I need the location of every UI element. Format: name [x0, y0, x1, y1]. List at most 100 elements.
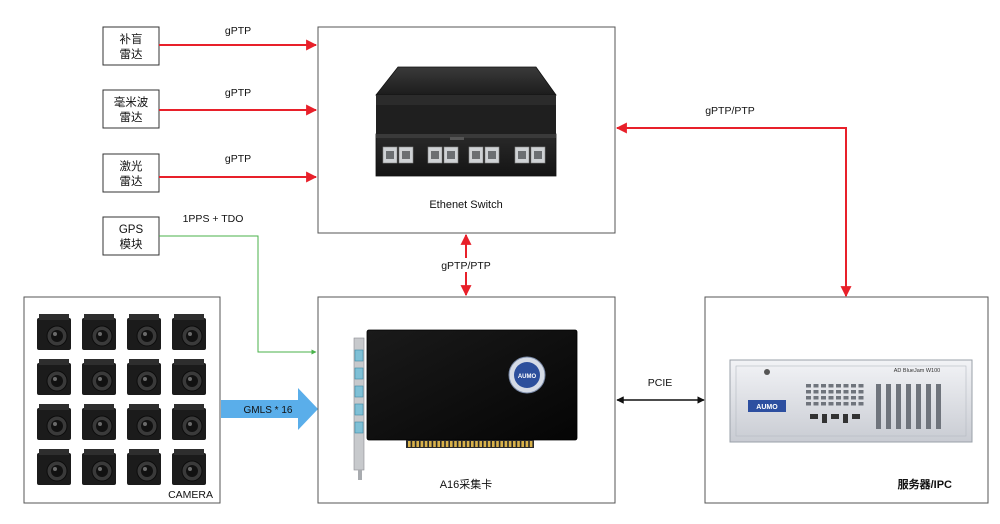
source-label-line1: GPS [119, 224, 144, 236]
vent-slot [806, 396, 811, 400]
vent-slot [806, 390, 811, 394]
link-label: gPTP/PTP [441, 260, 491, 272]
gold-finger [454, 441, 457, 447]
server-node: AD BlueJam W100 AUMO 服务器/IPC [704, 296, 989, 504]
arrow-line [615, 122, 852, 298]
source-label-line1: 毫米波 [114, 95, 149, 109]
camera-icon [127, 359, 161, 395]
gold-finger [500, 441, 503, 447]
link-lidar: gPTP [159, 153, 318, 183]
server-model-text: AD BlueJam W100 [894, 368, 940, 374]
gold-finger [487, 441, 491, 447]
link-label: GMLS * 16 [244, 405, 293, 416]
gold-finger [517, 441, 520, 447]
vent-slot [843, 402, 849, 406]
link-label: PCIE [648, 377, 673, 389]
vent-slot [806, 402, 811, 406]
link-camera-card: GMLS * 16 [221, 388, 318, 430]
gmsl-arrow [221, 388, 318, 430]
gold-finger [429, 441, 432, 447]
vent-slot [858, 390, 864, 394]
camera-icon [172, 359, 206, 395]
gold-finger [525, 441, 529, 447]
source-label-line2: 雷达 [120, 110, 143, 124]
gold-finger [420, 441, 424, 447]
switch-label: Ethenet Switch [429, 199, 502, 211]
vent-slot [813, 396, 819, 400]
gold-finger [475, 441, 478, 447]
camera-icon [172, 449, 206, 485]
link-blind-radar: gPTP [159, 25, 318, 51]
camera-icon [37, 314, 71, 350]
vent-slot [821, 396, 826, 400]
pcie-gold-fingers [408, 441, 533, 447]
source-node-gps: GPS 模块 [102, 216, 160, 256]
vent-slot [843, 396, 849, 400]
link-switch-server: gPTP/PTP [615, 105, 852, 298]
source-label-line2: 雷达 [120, 174, 143, 188]
vent-slot [843, 384, 849, 388]
camera-icon [37, 359, 71, 395]
server-label: 服务器/IPC [898, 477, 952, 491]
gold-finger [479, 441, 482, 447]
camera-icon [82, 449, 116, 485]
card-fan-logo: AUMO [518, 374, 537, 380]
vent-slot [828, 402, 834, 406]
gold-finger [445, 441, 449, 447]
camera-icon [82, 404, 116, 440]
vent-slot [851, 396, 856, 400]
camera-icon [82, 314, 116, 350]
vent-slot [821, 402, 826, 406]
vent-slot [828, 390, 834, 394]
source-label-line2: 模块 [120, 238, 143, 251]
camera-icon [127, 449, 161, 485]
source-node-blind-radar: 补盲 雷达 [102, 26, 160, 66]
gold-finger [496, 441, 499, 447]
camera-icon [37, 404, 71, 440]
link-gps-pps: 1PPS + TDO [159, 213, 317, 355]
gold-finger [433, 441, 436, 447]
vent-slot [851, 384, 856, 388]
vent-slot [843, 390, 849, 394]
gold-finger [529, 441, 533, 447]
vent-slot [813, 384, 819, 388]
gold-finger [483, 441, 487, 447]
vent-slot [858, 396, 864, 400]
link-label: gPTP [225, 87, 251, 99]
vent-slot [828, 384, 834, 388]
link-label: gPTP/PTP [705, 105, 755, 117]
vent-slot [828, 396, 834, 400]
gold-finger [471, 441, 474, 447]
vent-slot [858, 384, 864, 388]
link-label: 1PPS + TDO [183, 213, 244, 225]
gold-finger [450, 441, 453, 447]
gold-finger [424, 441, 428, 447]
link-label: gPTP [225, 153, 251, 165]
vent-slot [851, 402, 856, 406]
gold-finger [466, 441, 470, 447]
vent-slot [836, 396, 841, 400]
camera-icon [82, 359, 116, 395]
capture-card-node: AUMO A16采集卡 [317, 296, 616, 504]
gold-finger [462, 441, 466, 447]
source-node-lidar: 激光 雷达 [102, 153, 160, 193]
switch-device-icon [375, 66, 557, 177]
source-node-mmwave-radar: 毫米波 雷达 [102, 89, 160, 129]
vent-slot [851, 390, 856, 394]
server-brand: AUMO [756, 404, 778, 411]
source-label-line2: 雷达 [120, 47, 143, 61]
link-mmwave-radar: gPTP [159, 87, 318, 116]
gold-finger [412, 441, 415, 447]
gold-finger [458, 441, 461, 447]
vent-slot [821, 384, 826, 388]
link-switch-card: gPTP/PTP [432, 233, 500, 297]
camera-grid [37, 314, 206, 485]
gold-finger [508, 441, 512, 447]
camera-icon [37, 449, 71, 485]
server-vent-grill [806, 384, 864, 406]
link-label: gPTP [225, 25, 251, 37]
camera-icon [127, 314, 161, 350]
gold-finger [504, 441, 508, 447]
gold-finger [416, 441, 419, 447]
gold-finger [492, 441, 495, 447]
